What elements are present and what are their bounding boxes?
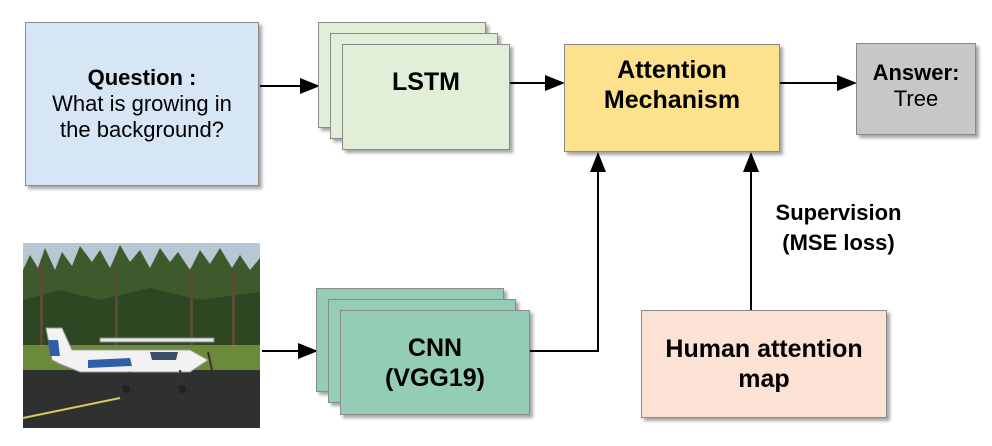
question-text-line2: the background?	[60, 117, 224, 142]
supervision-label: Supervision (MSE loss)	[746, 200, 931, 256]
lstm-label: LSTM	[391, 68, 461, 96]
answer-heading: Answer:	[872, 60, 960, 85]
human-map-line2: map	[738, 365, 790, 393]
airplane-photo	[22, 243, 260, 428]
question-box: Question : What is growing in the backgr…	[25, 22, 259, 186]
human-attention-map-box: Human attention map	[641, 310, 887, 418]
question-text-line1: What is growing in	[52, 91, 232, 116]
attention-mechanism-box: Attention Mechanism	[564, 44, 780, 152]
cnn-label-line1: CNN	[407, 333, 463, 362]
supervision-line1: Supervision	[775, 200, 902, 225]
attention-line1: Attention	[617, 56, 727, 84]
supervision-line2: (MSE loss)	[782, 230, 895, 255]
lstm-box: LSTM	[342, 44, 510, 150]
cnn-box: CNN (VGG19)	[340, 310, 530, 415]
answer-value: Tree	[893, 86, 939, 111]
answer-box: Answer: Tree	[856, 43, 976, 135]
attention-line2: Mechanism	[603, 86, 741, 114]
cnn-label-line2: (VGG19)	[384, 363, 486, 392]
arrow-cnn-to-attention	[530, 152, 606, 352]
human-map-line1: Human attention	[665, 335, 863, 363]
question-heading: Question :	[87, 65, 197, 90]
